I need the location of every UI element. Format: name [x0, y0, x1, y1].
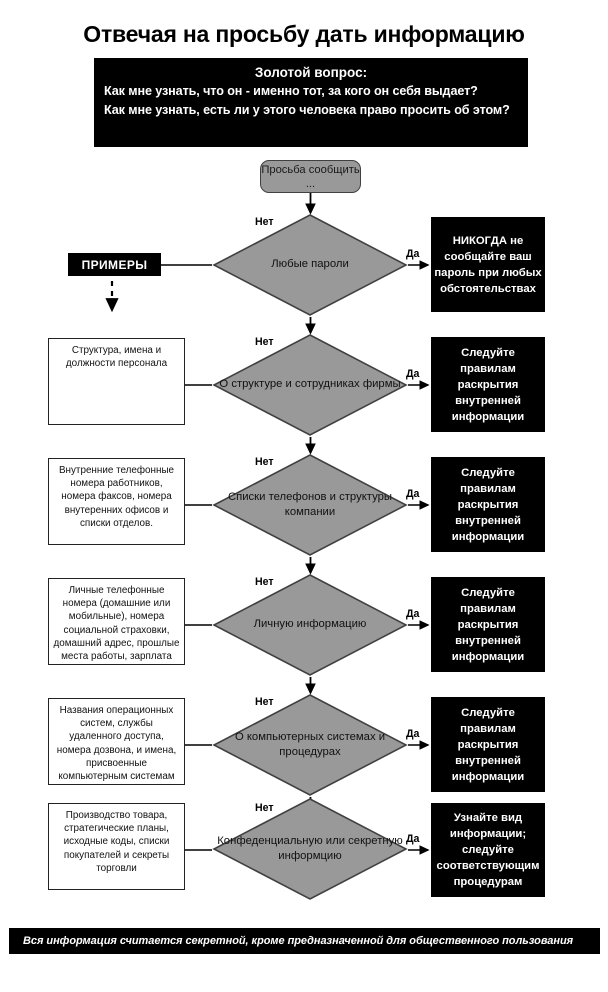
- diamond-shape-5: [212, 694, 408, 796]
- diamond-shape-6: [212, 798, 408, 900]
- edge-label-yes-6: Да: [406, 833, 420, 845]
- example-box-5-label: Названия операционных систем, службы уда…: [56, 705, 177, 783]
- result-box-4: Следуйте правилам раскрытия внутренней и…: [431, 577, 545, 672]
- golden-question-banner: Золотой вопрос: Как мне узнать, что он -…: [94, 58, 528, 147]
- example-box-2: Структура, имена и должности персонала: [48, 338, 185, 425]
- example-box-2-label: Структура, имена и должности персонала: [65, 345, 168, 370]
- result-box-6: Узнайте вид информации; следуйте соответ…: [431, 803, 545, 897]
- decision-node-5[interactable]: О компьютерных системах и процедурах: [212, 693, 408, 797]
- result-box-3: Следуйте правилам раскрытия внутренней и…: [431, 457, 545, 552]
- footer-note: Вся информация считается секретной, кром…: [23, 935, 574, 947]
- decision-node-2[interactable]: О структуре и сотрудниках фирмы: [212, 333, 408, 437]
- result-box-3-label: Следуйте правилам раскрытия внутренней и…: [451, 466, 525, 543]
- result-box-5-label: Следуйте правилам раскрытия внутренней и…: [451, 706, 525, 783]
- result-box-1-label: НИКОГДА не сообщайте ваш пароль при любы…: [434, 234, 542, 295]
- edge-label-yes-3: Да: [406, 488, 420, 500]
- result-box-2-label: Следуйте правилам раскрытия внутренней и…: [451, 346, 525, 423]
- diamond-shape-2: [212, 334, 408, 436]
- decision-node-6[interactable]: Конфеденциальную или секретную информцию: [212, 797, 408, 901]
- footer-banner: Вся информация считается секретной, кром…: [9, 928, 600, 954]
- decision-node-4[interactable]: Личную информацию: [212, 573, 408, 677]
- edge-label-yes-4: Да: [406, 608, 420, 620]
- example-box-4: Личные телефонные номера (домашние или м…: [48, 578, 185, 665]
- edge-label-no-1: Нет: [255, 216, 274, 228]
- edge-label-no-6: Нет: [255, 802, 274, 814]
- result-box-6-label: Узнайте вид информации; следуйте соответ…: [436, 812, 540, 888]
- examples-tag: ПРИМЕРЫ: [68, 253, 161, 276]
- example-box-5: Названия операционных систем, службы уда…: [48, 698, 185, 785]
- example-box-3: Внутренние телефонные номера работников,…: [48, 458, 185, 545]
- diamond-shape-3: [212, 454, 408, 556]
- edge-label-yes-5: Да: [406, 728, 420, 740]
- examples-tag-label: ПРИМЕРЫ: [81, 257, 148, 272]
- decision-node-1[interactable]: Любые пароли: [212, 213, 408, 317]
- diamond-shape-1: [212, 214, 408, 316]
- page-title: Отвечая на просьбу дать информацию: [83, 21, 525, 47]
- start-node-label: Просьба сообщить ...: [261, 163, 360, 190]
- golden-question-heading: Золотой вопрос:: [254, 65, 368, 80]
- result-box-2: Следуйте правилам раскрытия внутренней и…: [431, 337, 545, 432]
- edge-label-no-3: Нет: [255, 456, 274, 468]
- example-box-4-label: Личные телефонные номера (домашние или м…: [53, 585, 180, 663]
- example-box-6-label: Производство товара, стратегические план…: [63, 810, 170, 874]
- edge-label-yes-1: Да: [406, 248, 420, 260]
- golden-question-line-1: Как мне узнать, что он - именно тот, за …: [104, 84, 478, 98]
- example-box-3-label: Внутренние телефонные номера работников,…: [58, 465, 175, 529]
- example-box-6: Производство товара, стратегические план…: [48, 803, 185, 890]
- start-node[interactable]: Просьба сообщить ...: [260, 160, 361, 193]
- result-box-5: Следуйте правилам раскрытия внутренней и…: [431, 697, 545, 792]
- diamond-shape-4: [212, 574, 408, 676]
- edge-label-no-4: Нет: [255, 576, 274, 588]
- result-box-1: НИКОГДА не сообщайте ваш пароль при любы…: [431, 217, 545, 312]
- edge-label-no-5: Нет: [255, 696, 274, 708]
- golden-question-line-2: Как мне узнать, есть ли у этого человека…: [104, 103, 510, 117]
- edge-label-yes-2: Да: [406, 368, 420, 380]
- result-box-4-label: Следуйте правилам раскрытия внутренней и…: [451, 586, 525, 663]
- decision-node-3[interactable]: Списки телефонов и структуры компании: [212, 453, 408, 557]
- edge-label-no-2: Нет: [255, 336, 274, 348]
